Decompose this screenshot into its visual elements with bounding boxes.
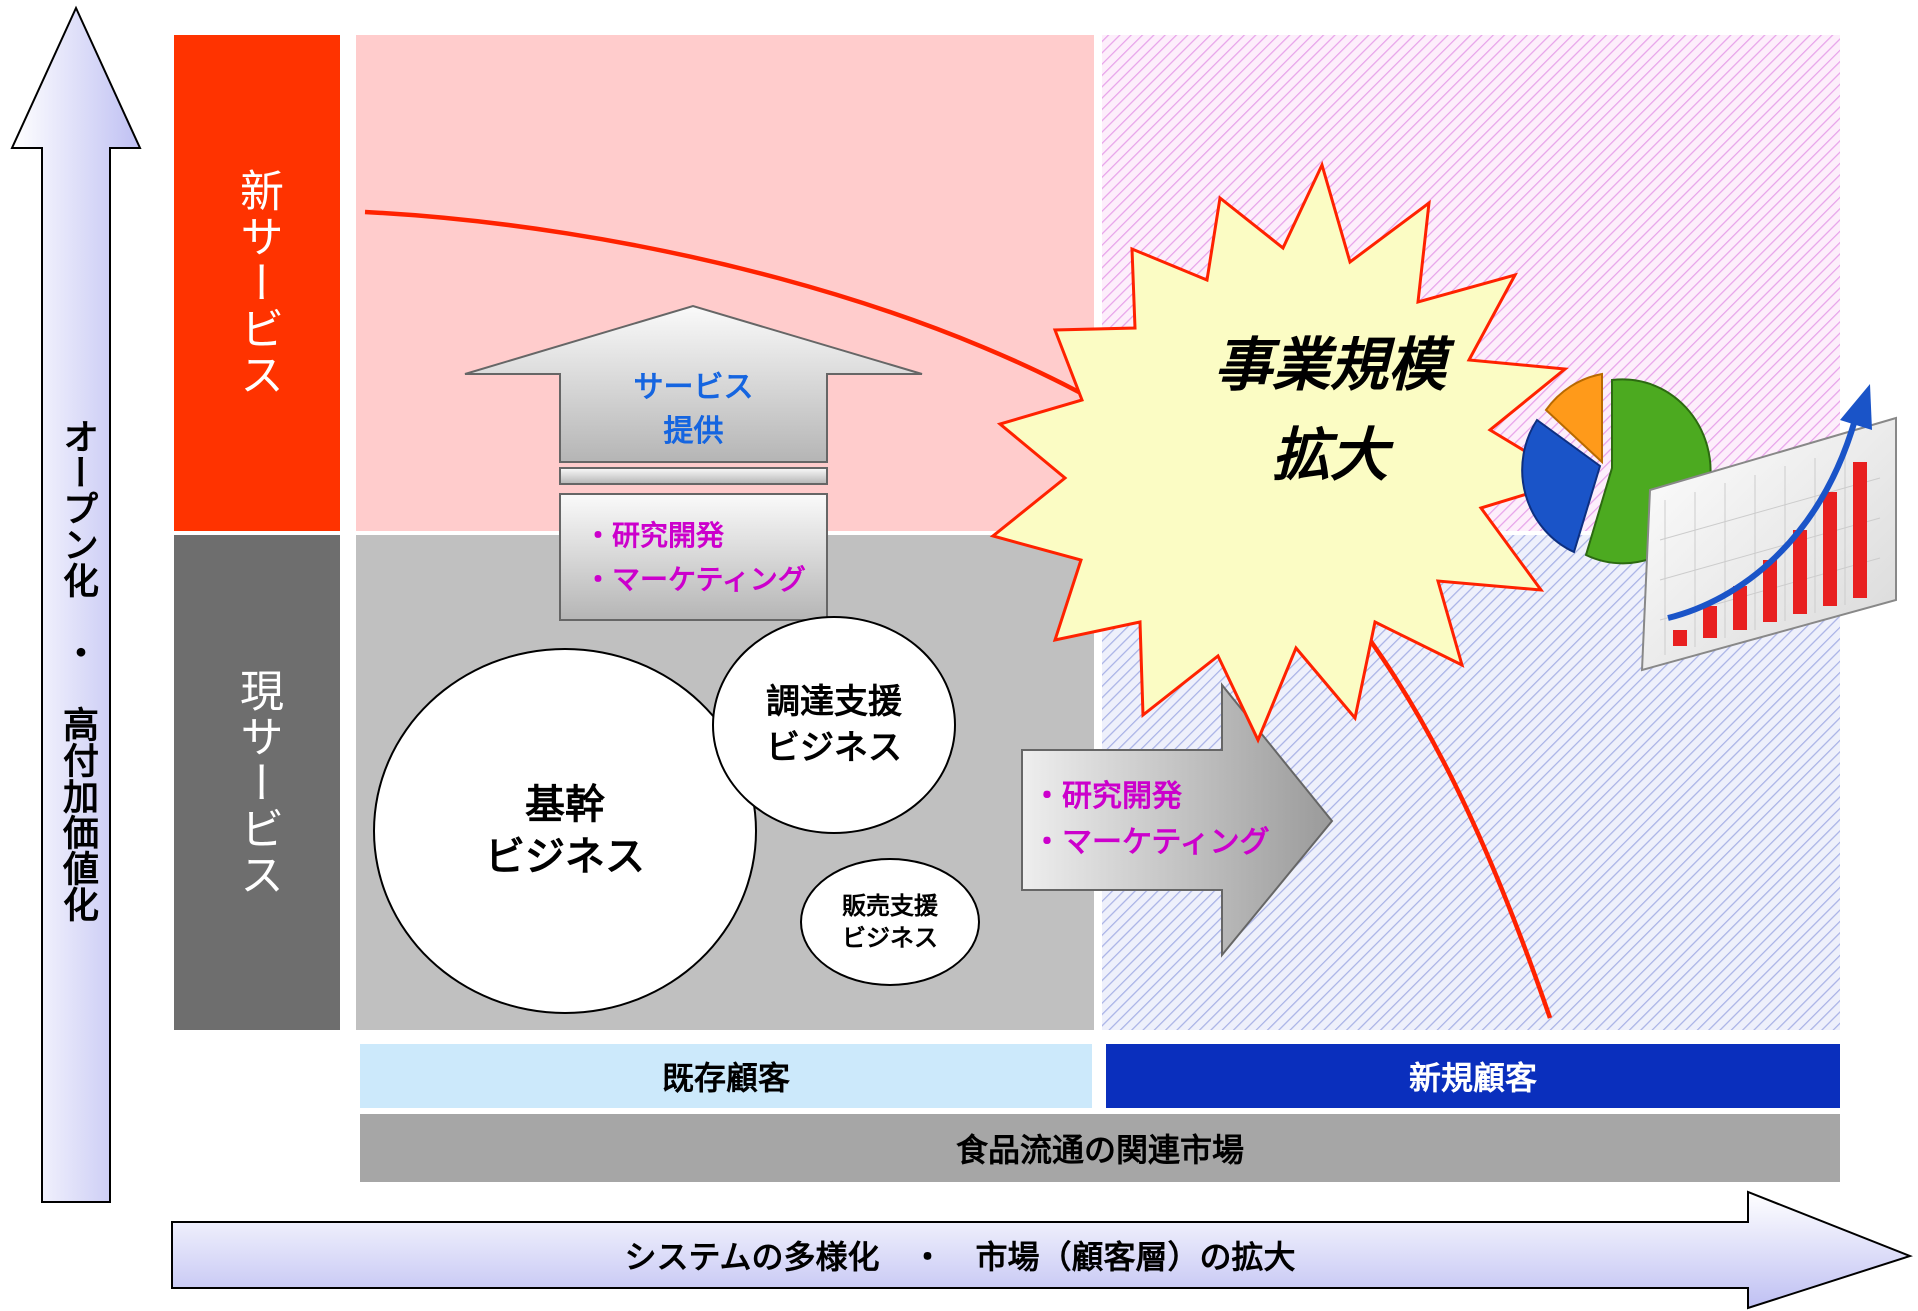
horizontal-axis-arrow [171, 1190, 1913, 1310]
current-service-bar [174, 535, 340, 1030]
market-bar [360, 1114, 1840, 1182]
core-business-bubble: 基幹 ビジネス [373, 648, 757, 1014]
new-customers-label: 新規顧客 [1408, 1059, 1537, 1097]
market-label: 食品流通の関連市場 [955, 1131, 1244, 1169]
service-provision-label: サービス 提供 [633, 370, 754, 449]
right-arrow-activities: ・研究開発 ・マーケティング [1032, 779, 1270, 860]
new-service-label: 新サービス [232, 168, 283, 398]
market-expansion-arrow [1021, 682, 1334, 958]
vertical-axis-arrow [10, 5, 142, 1203]
new-customers-bar [1106, 1044, 1840, 1108]
vertical-axis-label: オープン化 ・ 高付加価値化 [57, 418, 98, 922]
business-scale-burst [989, 160, 1577, 744]
service-provision-arrow [464, 304, 923, 463]
current-service-label: 現サービス [232, 667, 283, 898]
sales-support-bubble: 販売支援 ビジネス [800, 858, 980, 986]
horizontal-axis-label: システムの多様化 ・ 市場（顧客層）の拡大 [624, 1238, 1296, 1276]
business-scale-label: 事業規模 拡大 [1213, 331, 1446, 489]
arrow-stem-box [559, 493, 828, 621]
bar-chart-icon [1640, 384, 1897, 672]
procurement-support-bubble: 調達支援 ビジネス [712, 616, 956, 834]
existing-customers-label: 既存顧客 [661, 1059, 790, 1097]
new-service-bar [174, 35, 340, 531]
up-arrow-activities: ・研究開発 ・マーケティング [584, 519, 806, 596]
existing-customers-bar [360, 1044, 1092, 1108]
arrow-stem-band [559, 467, 828, 485]
